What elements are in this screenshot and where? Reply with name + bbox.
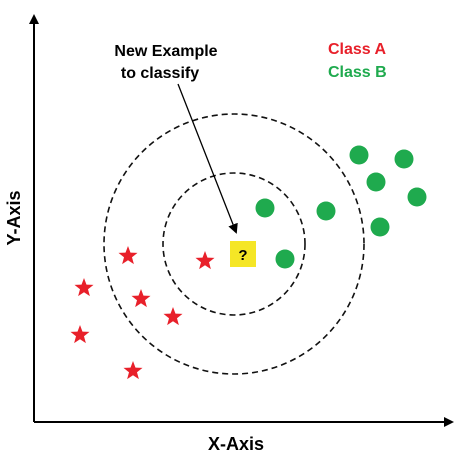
outer-neighborhood-circle	[103, 113, 365, 375]
annotation-line-1: New Example	[114, 43, 217, 60]
annotation-line-2: to classify	[121, 65, 199, 82]
x-axis-label: X-Axis	[208, 434, 264, 454]
class-b-circle-marker	[255, 198, 275, 218]
class-a-star-marker	[74, 278, 94, 297]
class-b-points	[255, 145, 427, 269]
class-a-points	[70, 246, 215, 380]
class-a-star-marker	[118, 246, 138, 265]
class-b-circle-marker	[407, 187, 427, 207]
class-b-circle-marker	[349, 145, 369, 165]
class-a-star-marker	[70, 325, 90, 344]
legend-class-b: Class B	[328, 64, 387, 81]
legend-class-a: Class A	[328, 41, 387, 58]
class-a-star-marker	[195, 251, 215, 270]
annotation-arrow	[177, 83, 238, 234]
class-b-circle-marker	[275, 249, 295, 269]
query-symbol: ?	[238, 247, 247, 264]
y-axis-label: Y-Axis	[4, 190, 24, 245]
class-a-star-marker	[123, 361, 143, 380]
class-b-circle-marker	[366, 172, 386, 192]
query-point: ?	[230, 241, 256, 267]
class-b-circle-marker	[316, 201, 336, 221]
class-a-star-marker	[163, 307, 183, 326]
inner-neighborhood-circle	[162, 172, 306, 316]
class-a-star-marker	[131, 289, 151, 308]
class-b-circle-marker	[394, 149, 414, 169]
query-square	[230, 241, 256, 267]
class-b-circle-marker	[370, 217, 390, 237]
